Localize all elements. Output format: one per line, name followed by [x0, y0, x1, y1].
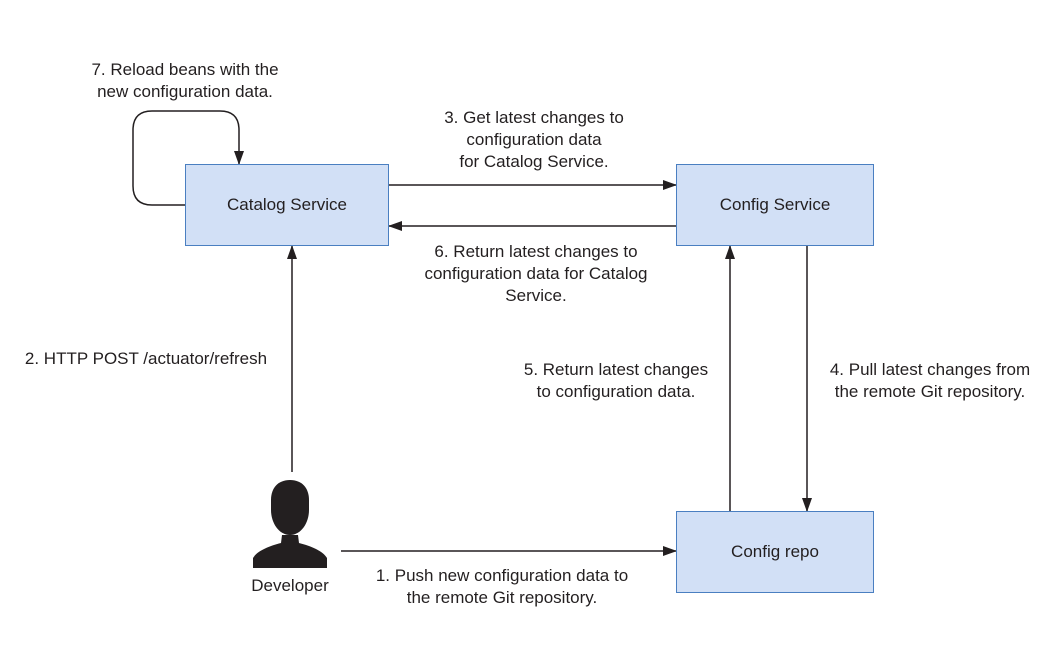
- step-4-label: 4. Pull latest changes from the remote G…: [811, 359, 1049, 403]
- step-3-line-3: for Catalog Service.: [459, 152, 609, 171]
- step-3-line-1: 3. Get latest changes to: [444, 108, 624, 127]
- developer-label: Developer: [251, 576, 329, 595]
- arrow-reload-loop: [132, 110, 244, 206]
- step-2-label: 2. HTTP POST /actuator/refresh: [4, 348, 288, 370]
- step-3-label: 3. Get latest changes to configuration d…: [418, 107, 650, 173]
- step-7-label: 7. Reload beans with the new configurati…: [75, 59, 295, 103]
- step-3-line-2: configuration data: [466, 130, 602, 149]
- step-2-line-1: 2. HTTP POST /actuator/refresh: [24, 349, 268, 368]
- step-1-line-1: 1. Push new configuration data to: [375, 566, 629, 585]
- step-4-line-2: the remote Git repository.: [834, 382, 1026, 401]
- catalog-service-box[interactable]: Catalog Service: [185, 164, 389, 246]
- step-6-line-2: configuration data for Catalog: [424, 264, 648, 283]
- step-5-label: 5. Return latest changes to configuratio…: [500, 359, 732, 403]
- step-1-label: 1. Push new configuration data to the re…: [354, 565, 650, 609]
- step-5-line-2: to configuration data.: [536, 382, 696, 401]
- config-service-label: Config Service: [719, 195, 831, 214]
- step-1-line-2: the remote Git repository.: [406, 588, 598, 607]
- step-6-label: 6. Return latest changes to configuratio…: [404, 241, 668, 307]
- catalog-service-label: Catalog Service: [226, 195, 347, 214]
- config-repo-label: Config repo: [731, 542, 819, 561]
- config-service-box[interactable]: Config Service: [676, 164, 874, 246]
- step-6-line-3: Service.: [505, 286, 567, 305]
- step-7-line-2: new configuration data.: [97, 82, 273, 101]
- step-6-line-1: 6. Return latest changes to: [434, 242, 638, 261]
- developer-icon: [253, 480, 327, 568]
- config-repo-box[interactable]: Config repo: [676, 511, 874, 593]
- step-7-line-1: 7. Reload beans with the: [91, 60, 279, 79]
- step-5-line-1: 5. Return latest changes: [523, 360, 709, 379]
- step-4-line-1: 4. Pull latest changes from: [829, 360, 1031, 379]
